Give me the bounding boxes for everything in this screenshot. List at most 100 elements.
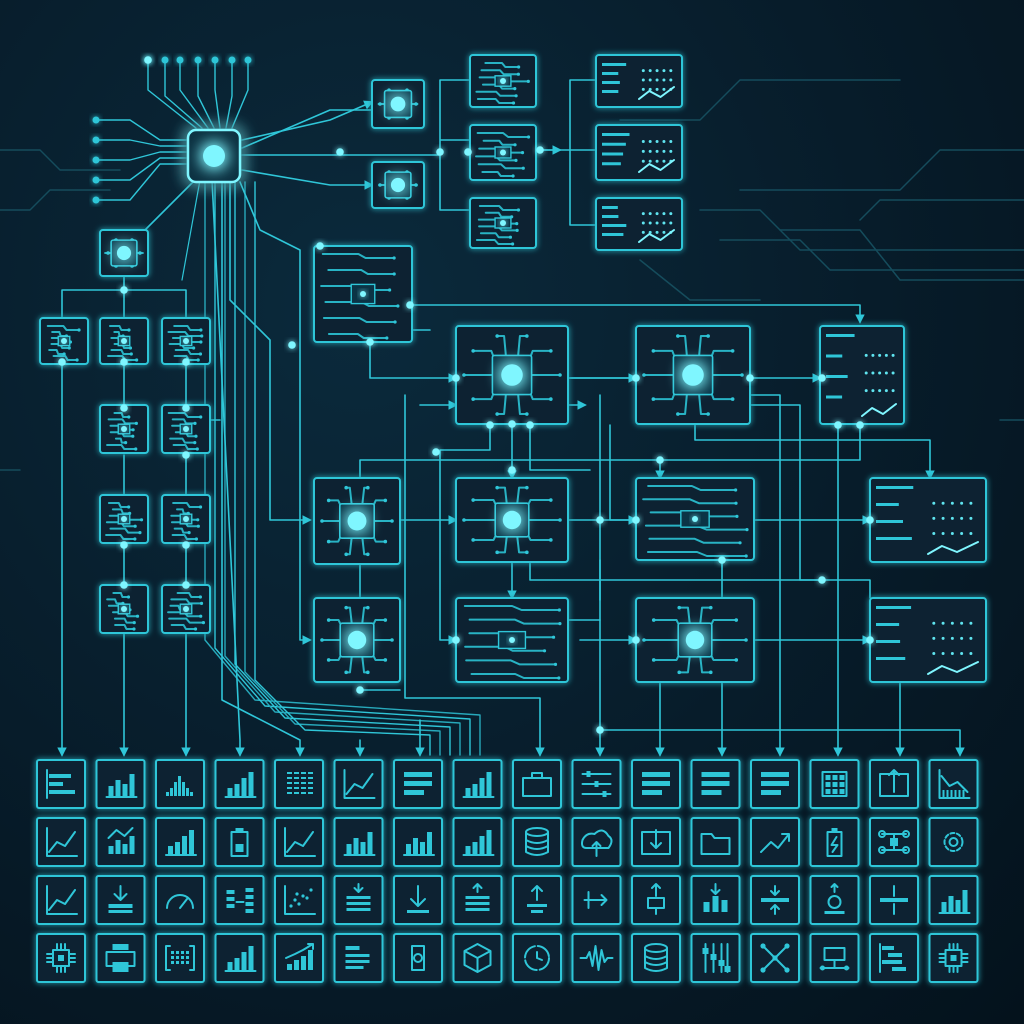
tile-r4-c3[interactable] bbox=[155, 933, 205, 983]
module-board-1[interactable] bbox=[469, 54, 537, 108]
junction-dot bbox=[632, 636, 640, 644]
tile-r3-c10[interactable] bbox=[571, 875, 622, 925]
module-left-10[interactable] bbox=[161, 584, 211, 634]
module-board-2[interactable] bbox=[469, 124, 537, 181]
module-core-5[interactable] bbox=[455, 477, 569, 563]
database-icon bbox=[644, 943, 668, 972]
module-core-3[interactable] bbox=[819, 325, 905, 425]
tile-r4-c16[interactable] bbox=[928, 933, 979, 983]
tile-r3-c7[interactable] bbox=[393, 875, 443, 925]
module-panel-1[interactable] bbox=[595, 54, 683, 108]
tile-r3-c14[interactable] bbox=[809, 875, 860, 925]
tile-r2-c12[interactable] bbox=[690, 817, 741, 867]
tile-r1-c5[interactable] bbox=[274, 759, 324, 809]
module-core-1[interactable] bbox=[455, 325, 569, 425]
tile-r1-c9[interactable] bbox=[512, 759, 562, 809]
bracket-grid-icon bbox=[165, 945, 195, 971]
tile-r4-c2[interactable] bbox=[95, 933, 146, 983]
tile-r1-c14[interactable] bbox=[809, 759, 860, 809]
tile-r3-c13[interactable] bbox=[750, 875, 800, 925]
tile-r4-c11[interactable] bbox=[631, 933, 681, 983]
module-left-9[interactable] bbox=[99, 584, 149, 634]
tile-r1-c7[interactable] bbox=[393, 759, 443, 809]
tile-r3-c11[interactable] bbox=[631, 875, 681, 925]
module-low-1[interactable] bbox=[313, 597, 401, 683]
module-left-7[interactable] bbox=[99, 494, 149, 544]
tile-r1-c8[interactable] bbox=[452, 759, 503, 809]
tile-r2-c5[interactable] bbox=[274, 817, 324, 867]
tile-r4-c15[interactable] bbox=[869, 933, 919, 983]
tile-r3-c6[interactable] bbox=[333, 875, 384, 925]
tile-r4-c13[interactable] bbox=[750, 933, 800, 983]
tile-r2-c10[interactable] bbox=[571, 817, 622, 867]
tile-r2-c6[interactable] bbox=[333, 817, 384, 867]
module-left-3[interactable] bbox=[99, 317, 149, 365]
module-left-8[interactable] bbox=[161, 494, 211, 544]
tile-r4-c5[interactable] bbox=[274, 933, 324, 983]
tile-r1-c12[interactable] bbox=[690, 759, 741, 809]
tile-r2-c11[interactable] bbox=[631, 817, 681, 867]
cpu-chip-icon[interactable] bbox=[92, 56, 252, 204]
module-board-3[interactable] bbox=[469, 197, 537, 249]
module-core-4[interactable] bbox=[313, 477, 401, 565]
tile-r4-c10[interactable] bbox=[571, 933, 622, 983]
tile-r4-c12[interactable] bbox=[690, 933, 741, 983]
tile-r3-c1[interactable] bbox=[36, 875, 86, 925]
tile-r2-c4[interactable] bbox=[214, 817, 265, 867]
tile-r2-c8[interactable] bbox=[452, 817, 503, 867]
module-mid-1[interactable] bbox=[313, 245, 413, 343]
module-panel-3[interactable] bbox=[595, 197, 683, 251]
tile-r3-c15[interactable] bbox=[869, 875, 919, 925]
tile-r4-c4[interactable] bbox=[214, 933, 265, 983]
tile-r1-c2[interactable] bbox=[95, 759, 146, 809]
tile-r1-c1[interactable] bbox=[36, 759, 86, 809]
tile-r3-c3[interactable] bbox=[155, 875, 205, 925]
tile-r4-c6[interactable] bbox=[333, 933, 384, 983]
module-left-1[interactable] bbox=[99, 229, 149, 277]
tile-r3-c5[interactable] bbox=[274, 875, 324, 925]
module-side-1[interactable] bbox=[869, 477, 987, 563]
tile-r1-c4[interactable] bbox=[214, 759, 265, 809]
tile-r1-c16[interactable] bbox=[928, 759, 979, 809]
tile-r1-c3[interactable] bbox=[155, 759, 205, 809]
module-side-2[interactable] bbox=[869, 597, 987, 683]
tile-r1-c13[interactable] bbox=[750, 759, 800, 809]
module-left-5[interactable] bbox=[99, 404, 149, 454]
tile-r2-c1[interactable] bbox=[36, 817, 86, 867]
dollar-upload-icon bbox=[824, 883, 845, 914]
tile-r2-c7[interactable] bbox=[393, 817, 443, 867]
tile-r4-c7[interactable] bbox=[393, 933, 443, 983]
tile-r4-c9[interactable] bbox=[512, 933, 562, 983]
module-left-2[interactable] bbox=[39, 317, 89, 365]
tile-r1-c15[interactable] bbox=[869, 759, 919, 809]
module-panel-2[interactable] bbox=[595, 124, 683, 181]
tile-r3-c4[interactable] bbox=[214, 875, 265, 925]
tile-r2-c13[interactable] bbox=[750, 817, 800, 867]
tile-r3-c12[interactable] bbox=[690, 875, 741, 925]
tile-r2-c14[interactable] bbox=[809, 817, 860, 867]
tile-r3-c2[interactable] bbox=[95, 875, 146, 925]
tile-r3-c16[interactable] bbox=[928, 875, 979, 925]
module-left-6[interactable] bbox=[161, 404, 211, 454]
tile-r3-c8[interactable] bbox=[452, 875, 503, 925]
tile-r4-c1[interactable] bbox=[36, 933, 86, 983]
module-low-2[interactable] bbox=[455, 597, 569, 683]
module-core-2[interactable] bbox=[635, 325, 751, 425]
module-top-2[interactable] bbox=[371, 161, 425, 209]
tile-r1-c11[interactable] bbox=[631, 759, 681, 809]
module-core-6[interactable] bbox=[635, 477, 755, 561]
tile-r3-c9[interactable] bbox=[512, 875, 562, 925]
tile-r4-c14[interactable] bbox=[809, 933, 860, 983]
circuit-board-icon bbox=[475, 205, 521, 246]
module-low-3[interactable] bbox=[635, 597, 755, 683]
tile-r2-c9[interactable] bbox=[512, 817, 562, 867]
tile-r4-c8[interactable] bbox=[452, 933, 503, 983]
module-left-4[interactable] bbox=[161, 317, 211, 365]
tile-r1-c6[interactable] bbox=[333, 759, 384, 809]
tile-r2-c2[interactable] bbox=[95, 817, 146, 867]
tile-r1-c10[interactable] bbox=[571, 759, 622, 809]
module-top-1[interactable] bbox=[371, 79, 425, 129]
tile-r2-c16[interactable] bbox=[928, 817, 979, 867]
tile-r2-c15[interactable] bbox=[869, 817, 919, 867]
tile-r2-c3[interactable] bbox=[155, 817, 205, 867]
